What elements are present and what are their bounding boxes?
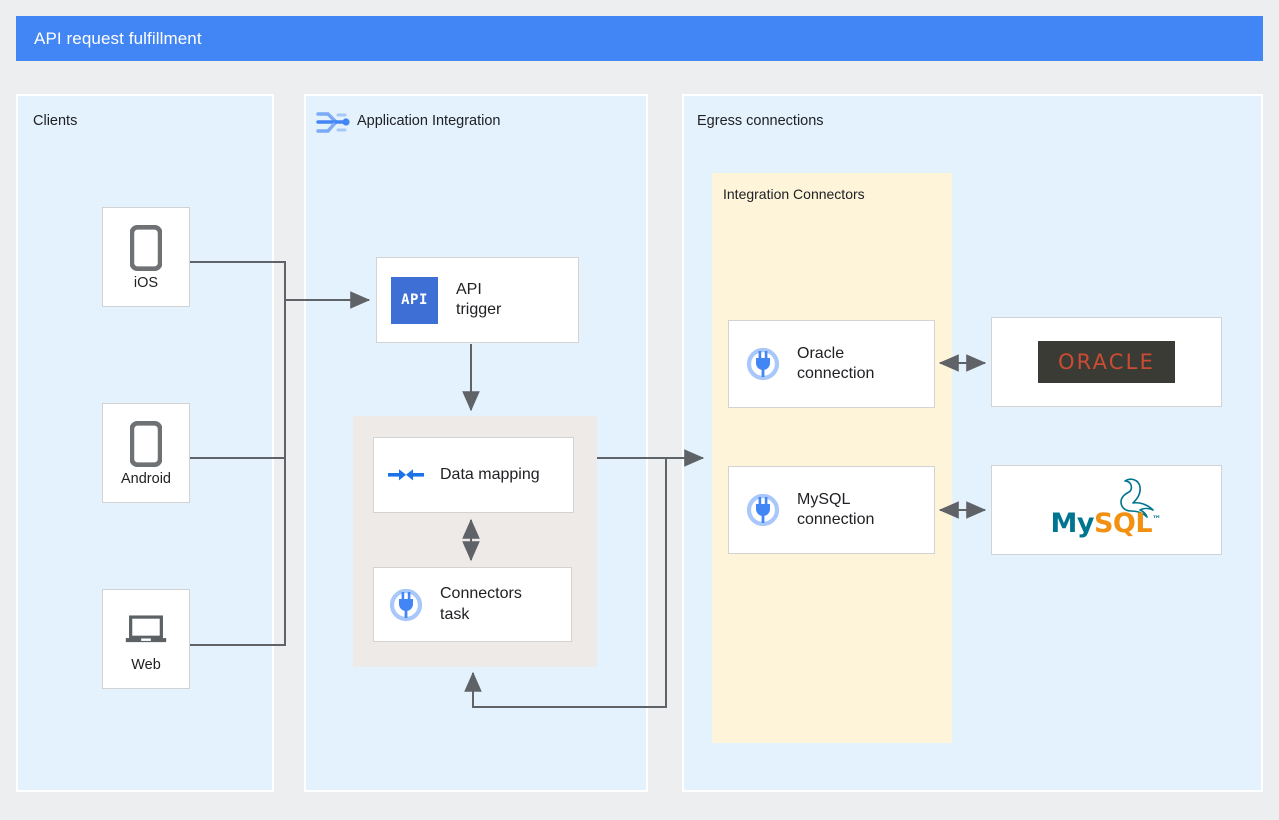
node-connectors-task[interactable]: Connectors task (373, 567, 572, 642)
node-data-mapping[interactable]: Data mapping (373, 437, 574, 513)
data-mapping-icon (388, 469, 424, 481)
laptop-icon (125, 605, 167, 655)
plug-icon (746, 493, 780, 527)
plug-icon (746, 347, 780, 381)
mysql-dolphin-icon (1119, 478, 1154, 518)
panel-egress-label: Egress connections (697, 113, 824, 129)
client-label: Web (131, 657, 161, 673)
client-label: iOS (133, 275, 159, 291)
client-card-web[interactable]: Web (102, 589, 190, 689)
node-mysql-connection-label: MySQL connection (797, 490, 875, 528)
oracle-logo: ORACLE (1037, 341, 1176, 383)
client-card-android[interactable]: Android (102, 403, 190, 503)
header-bar: API request fulfillment (16, 16, 1263, 61)
mysql-logo-text: MySQL™ (1050, 508, 1162, 539)
node-oracle-connection-label: Oracle connection (797, 344, 875, 382)
node-api-trigger[interactable]: API API trigger (376, 257, 579, 343)
mysql-logo: MySQL™ (1047, 478, 1167, 541)
node-connectors-task-label: Connectors task (440, 585, 522, 623)
panel-integration-connectors-label: Integration Connectors (723, 186, 865, 202)
api-icon: API (391, 276, 438, 324)
client-label: Android (121, 471, 171, 487)
panel-clients-label: Clients (33, 113, 78, 129)
mysql-logo-text-secondary: SQL (1093, 508, 1153, 539)
mysql-logo-text-primary: My (1050, 508, 1095, 539)
backend-oracle: ORACLE (991, 317, 1222, 407)
panel-integration-connectors (712, 173, 952, 743)
client-card-ios[interactable]: iOS (102, 207, 190, 307)
application-integration-icon (316, 112, 350, 133)
page-title: API request fulfillment (34, 28, 202, 48)
mysql-trademark: ™ (1152, 515, 1161, 525)
node-api-trigger-label: API trigger (456, 280, 502, 318)
node-data-mapping-label: Data mapping (440, 465, 540, 483)
node-oracle-connection[interactable]: Oracle connection (728, 320, 935, 408)
backend-mysql: MySQL™ (991, 465, 1222, 555)
api-icon-text: API (401, 292, 428, 308)
node-mysql-connection[interactable]: MySQL connection (728, 466, 935, 554)
plug-icon (389, 588, 423, 621)
oracle-logo-text: ORACLE (1057, 350, 1156, 374)
panel-application-integration-label: Application Integration (357, 113, 501, 129)
mobile-phone-icon (125, 419, 167, 469)
mobile-phone-icon (125, 223, 167, 273)
